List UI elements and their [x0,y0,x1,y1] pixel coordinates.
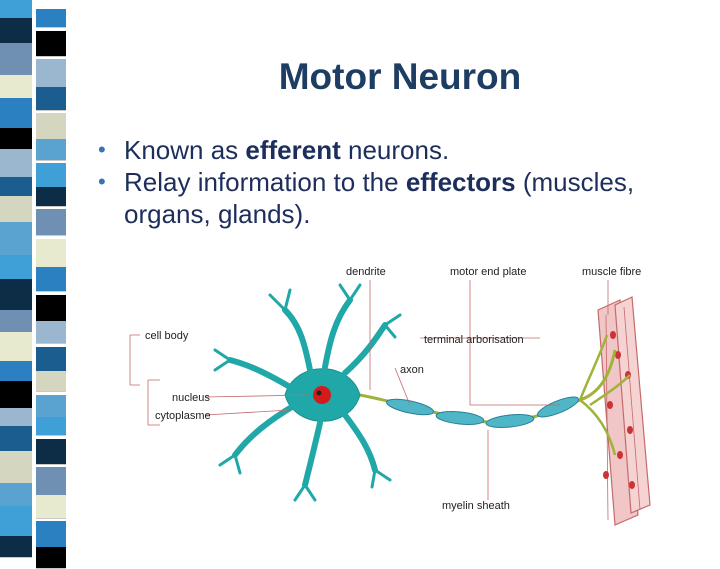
stripe-block [36,417,66,436]
stripe-block [36,371,66,392]
stripe-block [0,18,32,44]
stripe-block [36,267,66,292]
label-myelin-sheath: myelin sheath [442,500,510,512]
stripe-block [0,98,32,129]
bullet-item-2: • Relay information to the effectors (mu… [98,167,635,229]
stripe-block [36,321,66,344]
stripe-block [0,279,32,311]
bullet-item-1: • Known as efferent neurons. [98,135,450,165]
stripe-block [0,483,32,507]
label-terminal-arborisation: terminal arborisation [424,334,524,346]
stripe-block [0,506,32,537]
stripe-block [0,149,32,178]
stripe-block [0,536,32,558]
label-dendrite: dendrite [346,266,386,278]
axon-group [359,334,631,456]
label-motor-end-plate: motor end plate [450,266,526,278]
slide-title: Motor Neuron [278,56,522,97]
label-axon: axon [400,364,424,376]
neuron-cell-body [213,283,402,502]
stripe-block [0,128,32,150]
stripe-block [0,426,32,452]
bullet-dot-icon: • [98,137,106,162]
stripe-block [36,494,66,519]
stripe-block [36,9,66,28]
stripe-block [36,438,66,465]
decorative-stripe [0,0,68,569]
label-nucleus: nucleus [172,392,210,404]
stripe-block [0,310,32,333]
stripe-block [0,451,32,484]
stripe-block [0,0,32,19]
stripe-block [36,86,66,111]
stripe-block [0,408,32,427]
stripe-block [0,75,32,99]
label-muscle-fibre: muscle fibre [582,266,641,278]
stripe-block [0,255,32,280]
nucleus-shape [313,386,331,404]
stripe-block [0,332,32,362]
muscle-fibre-group [597,296,651,526]
stripe-block [36,546,66,569]
stripe-block [36,30,66,57]
stripe-block [0,222,32,256]
stripe-block [36,138,66,161]
stripe-block [0,381,32,409]
label-leader-lines [129,280,609,500]
stripe-block [0,177,32,197]
stripe-block [0,196,32,223]
motor-neuron-diagram: dendrite motor end plate muscle fibre ce… [129,266,651,526]
stripe-block [36,186,66,207]
stripe-block [0,361,32,382]
stripe-block [36,209,66,236]
bullet-dot-icon: • [98,169,106,194]
label-cell-body: cell body [145,330,189,342]
bullet-list: • Known as efferent neurons. • Relay inf… [98,134,678,230]
label-cytoplasme: cytoplasme [155,410,211,422]
stripe-block [0,43,32,76]
